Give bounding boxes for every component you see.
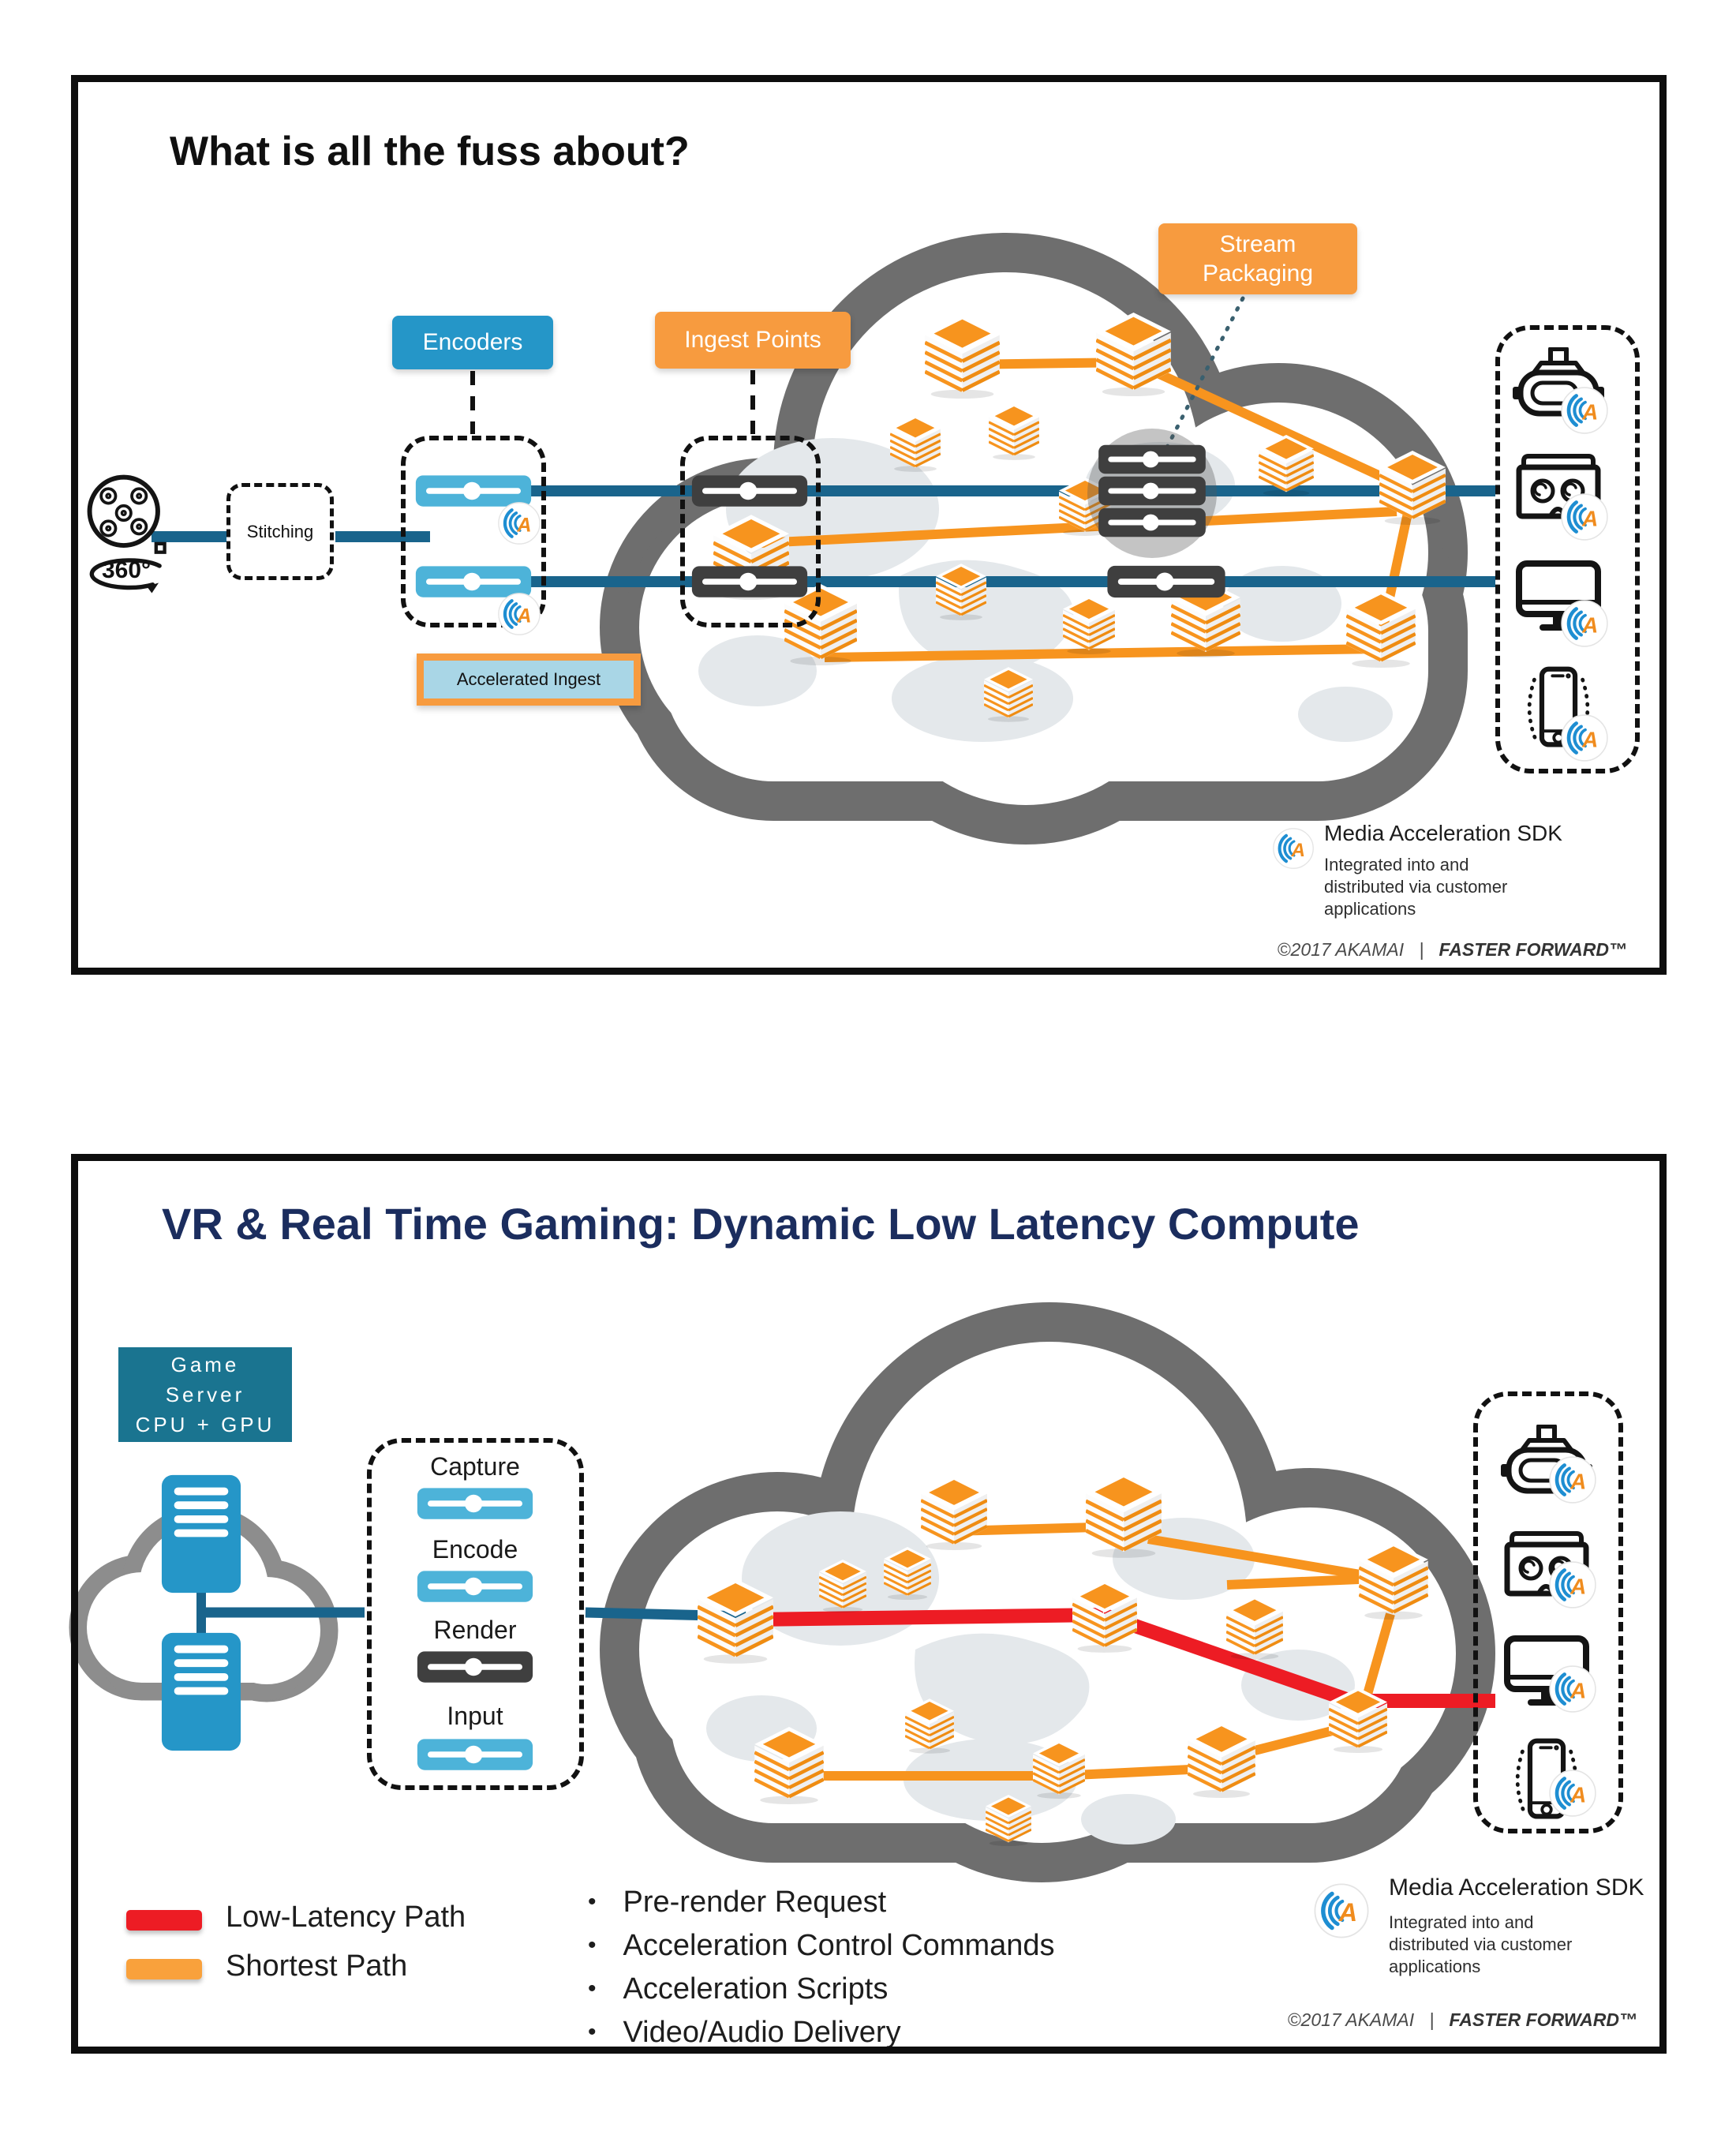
pipeline-step-input: Input — [447, 1702, 503, 1730]
akamai-badge-icon — [1548, 1665, 1597, 1713]
sdk-title: Media Acceleration SDK — [1324, 821, 1562, 845]
akamai-badge-icon — [1548, 1769, 1597, 1818]
akamai-badge-icon — [1272, 827, 1315, 870]
akamai-badge-icon — [1313, 1882, 1370, 1939]
akamai-badge-icon — [1560, 713, 1609, 762]
sdk-description: Integrated into and distributed via cust… — [1389, 1912, 1572, 1978]
legend-label-low-latency: Low-Latency Path — [226, 1901, 466, 1934]
sdk-desc-line: distributed via customer — [1389, 1934, 1573, 1954]
sdk-desc-line: Integrated into and — [1389, 1912, 1534, 1932]
legend-swatch-shortest — [126, 1959, 202, 1979]
encoders-group-box — [401, 436, 546, 627]
ingest-points-label: Ingest Points — [655, 312, 851, 369]
stream-packaging-label: Stream Packaging — [1158, 223, 1357, 294]
bullet-text: Acceleration Control Commands — [623, 1929, 1055, 1962]
akamai-badge-icon — [1548, 1560, 1597, 1609]
slide-1-title: What is all the fuss about? — [170, 129, 690, 174]
accelerated-ingest-label: Accelerated Ingest — [424, 661, 634, 698]
tagline: FASTER FORWARD™ — [1449, 2009, 1637, 2030]
ingest-points-group-box — [680, 436, 821, 627]
devices-box — [1495, 325, 1640, 773]
pipeline-step-render: Render — [433, 1616, 517, 1644]
tagline: FASTER FORWARD™ — [1439, 939, 1627, 960]
list-item: Acceleration Control Commands — [588, 1925, 1055, 1968]
akamai-badge-icon — [497, 501, 541, 545]
sdk-description: Integrated into and distributed via cust… — [1324, 854, 1507, 920]
copyright-text: ©2017 AKAMAI — [1277, 939, 1405, 960]
copyright-divider: | — [1419, 939, 1424, 960]
list-item: Pre-render Request — [588, 1882, 1055, 1925]
pipeline-box — [367, 1438, 584, 1790]
copyright: ©2017 AKAMAI | FASTER FORWARD™ — [1128, 939, 1627, 961]
bullet-list: Pre-render Request Acceleration Control … — [588, 1882, 1055, 2055]
bullet-text: Pre-render Request — [623, 1886, 887, 1919]
akamai-badge-icon — [497, 592, 541, 636]
akamai-badge-icon — [1560, 386, 1609, 435]
akamai-badge-icon — [1548, 1455, 1597, 1504]
accelerated-ingest-banner: Accelerated Ingest — [417, 654, 641, 706]
list-item: Acceleration Scripts — [588, 1968, 1055, 2012]
stream-packaging-stack — [1087, 429, 1225, 597]
copyright: ©2017 AKAMAI | FASTER FORWARD™ — [1128, 2009, 1637, 2031]
game-server-line: CPU + GPU — [135, 1413, 275, 1436]
legend-label-shortest: Shortest Path — [226, 1949, 408, 1983]
akamai-badge-icon — [1560, 492, 1609, 541]
devices-box — [1473, 1391, 1623, 1833]
stitching-label: Stitching — [246, 521, 314, 541]
camera-360-label: 360° — [101, 557, 152, 583]
pipeline-step-capture: Capture — [430, 1452, 520, 1481]
pipeline-step-encode: Encode — [432, 1535, 518, 1564]
sdk-desc-line: Integrated into and — [1324, 855, 1469, 874]
copyright-text: ©2017 AKAMAI — [1287, 2009, 1415, 2030]
bullet-text: Acceleration Scripts — [623, 1972, 889, 2006]
copyright-divider: | — [1429, 2009, 1435, 2030]
sdk-desc-line: applications — [1324, 899, 1416, 919]
list-item: Video/Audio Delivery — [588, 2012, 1055, 2055]
sdk-desc-line: applications — [1389, 1957, 1481, 1976]
sdk-title: Media Acceleration SDK — [1389, 1874, 1644, 1901]
game-server-line: Game — [170, 1353, 240, 1376]
slide-2-title: VR & Real Time Gaming: Dynamic Low Laten… — [162, 1199, 1360, 1249]
legend-swatch-low-latency — [126, 1910, 202, 1931]
game-server-line: Server — [165, 1383, 245, 1406]
akamai-badge-icon — [1560, 599, 1609, 648]
callout-connectors — [470, 296, 1245, 476]
stream-lines — [152, 485, 1495, 587]
encoders-label: Encoders — [392, 316, 553, 369]
stitching-box: Stitching — [226, 483, 334, 580]
game-server-box: Game Server CPU + GPU — [118, 1347, 292, 1442]
sdk-desc-line: distributed via customer — [1324, 877, 1508, 897]
slide-2: VR & Real Time Gaming: Dynamic Low Laten… — [0, 1066, 1736, 2131]
bullet-text: Video/Audio Delivery — [623, 2016, 901, 2049]
